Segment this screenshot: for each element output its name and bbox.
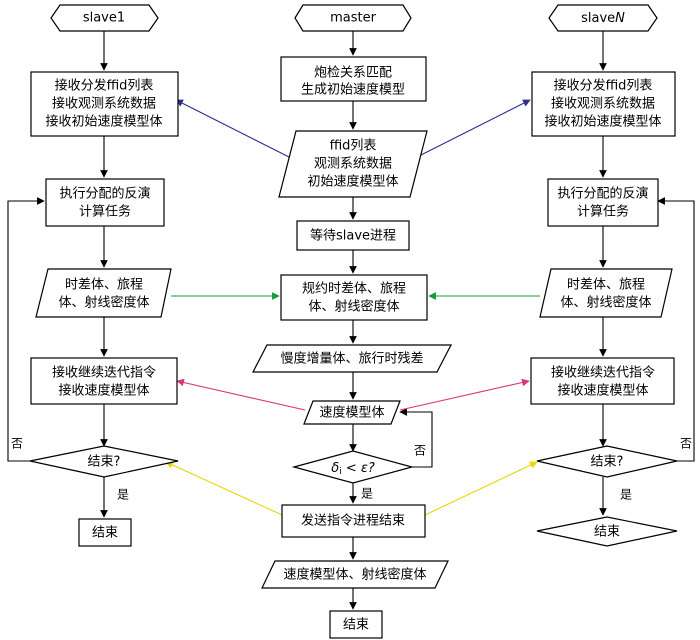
master-condition-label: δi < ε?	[331, 461, 375, 477]
slaven-exec-line1: 执行分配的反演	[557, 186, 648, 202]
master-match-line2: 生成初始速度模型	[301, 82, 405, 98]
master-end-node: 结束	[329, 610, 383, 639]
slaven-condition-node: 结束?	[536, 445, 678, 478]
slaven-recv-iter-line1: 接收继续迭代指令	[551, 365, 655, 381]
slaven-recv-iter-line2: 接收速度模型体	[557, 383, 648, 399]
edge-model-to-slave1-recviter	[176, 378, 306, 411]
slaven-yes-label: 是	[620, 488, 632, 502]
master-match-node: 炮检关系匹配 生成初始速度模型	[280, 56, 427, 102]
master-send-end-node: 发送指令进程结束	[281, 504, 426, 538]
master-start-label: master	[330, 11, 376, 26]
master-end-label: 结束	[343, 618, 369, 633]
master-send-end-label: 发送指令进程结束	[301, 513, 405, 529]
master-condition-node: δi < ε?	[291, 450, 415, 484]
edge-send-to-slave1-cond	[165, 461, 283, 516]
slave1-data-node: 时差体、旅程 体、射线密度体	[35, 268, 172, 318]
master-reduce-node: 规约时差体、旅程 体、射线密度体	[280, 274, 428, 321]
slaven-recv-line1: 接收分发ffid列表	[554, 78, 653, 94]
cond-rest: < ε?	[342, 461, 375, 476]
cond-subscript: i	[339, 467, 342, 477]
slaven-column: slaveN 接收分发ffid列表 接收观测系统数据 接收初始速度模型体 执行分…	[530, 4, 692, 547]
slaven-data-node: 时差体、旅程 体、射线密度体	[539, 268, 673, 318]
slave1-condition-node: 结束?	[29, 445, 179, 478]
slave1-recv-line2: 接收观测系统数据	[52, 96, 156, 112]
slaven-no-label: 否	[680, 437, 692, 451]
slave1-end-label: 结束	[92, 526, 118, 541]
slaven-exec-line2: 计算任务	[577, 204, 629, 220]
slave1-no-label: 否	[11, 437, 23, 451]
master-yes-label: 是	[361, 487, 373, 501]
edge-cond-no-loop	[399, 408, 433, 468]
master-data-line3: 初始速度模型体	[307, 174, 398, 190]
slave1-column: slave1 接收分发ffid列表 接收观测系统数据 接收初始速度模型体 执行分…	[11, 4, 179, 547]
slave1-exec-line2: 计算任务	[79, 204, 131, 220]
edge-data-to-slaven-recv	[416, 99, 531, 158]
edge-slaven-cond-no-loop	[657, 197, 695, 462]
slaven-recv-iter-node: 接收继续迭代指令 接收速度模型体	[530, 357, 675, 405]
slave1-data-line1: 时差体、旅程	[65, 278, 143, 293]
master-start-node: master	[294, 4, 412, 32]
slave1-recv-line3: 接收初始速度模型体	[45, 114, 162, 130]
master-no-label: 否	[414, 444, 426, 458]
master-output-node: 速度模型体、射线密度体	[261, 560, 449, 589]
master-reduce-line1: 规约时差体、旅程	[302, 282, 406, 297]
master-wait-label: 等待slave进程	[310, 228, 396, 244]
slave1-condition-label: 结束?	[88, 455, 121, 470]
master-data-line1: ffid列表	[330, 139, 377, 154]
slave1-start-node: slave1	[50, 4, 159, 32]
slaven-end-label: 结束	[594, 525, 620, 540]
slave1-end-node: 结束	[78, 518, 132, 547]
slave1-exec-node: 执行分配的反演 计算任务	[45, 178, 165, 227]
slave1-yes-label: 是	[117, 488, 129, 502]
slaven-recv-node: 接收分发ffid列表 接收观测系统数据 接收初始速度模型体	[531, 71, 676, 137]
slaven-recv-line2: 接收观测系统数据	[551, 96, 655, 112]
slaven-recv-line3: 接收初始速度模型体	[544, 114, 661, 130]
slaven-start-italic: N	[615, 11, 625, 26]
slaven-condition-label: 结束?	[591, 455, 624, 470]
slave1-recv-iter-node: 接收继续迭代指令 接收速度模型体	[30, 357, 178, 405]
slaven-data-line2: 体、射线密度体	[560, 295, 651, 311]
edge-data-to-slave1-recv	[175, 99, 290, 158]
master-reduce-line2: 体、射线密度体	[308, 299, 399, 315]
master-wait-node: 等待slave进程	[296, 220, 410, 251]
slave1-recv-line1: 接收分发ffid列表	[55, 78, 154, 94]
slave1-recv-node: 接收分发ffid列表 接收观测系统数据 接收初始速度模型体	[30, 71, 179, 137]
master-model-label: 速度模型体	[319, 405, 384, 421]
edge-slave1-cond-no-loop	[7, 197, 45, 462]
slaven-start-node: slaveN	[548, 4, 658, 32]
slave1-recv-iter-line1: 接收继续迭代指令	[52, 365, 156, 381]
slave1-recv-iter-line2: 接收速度模型体	[58, 383, 149, 399]
slaven-data-line1: 时差体、旅程	[567, 278, 645, 293]
slaven-end-node: 结束	[536, 516, 678, 547]
message-edges	[165, 99, 540, 516]
master-data-line2: 观测系统数据	[314, 157, 392, 172]
master-match-line1: 炮检关系匹配	[314, 66, 392, 81]
slave1-exec-line1: 执行分配的反演	[59, 186, 150, 202]
slaven-start-label: slaveN	[581, 11, 625, 26]
slaven-exec-node: 执行分配的反演 计算任务	[547, 178, 659, 227]
master-output-label: 速度模型体、射线密度体	[283, 567, 426, 583]
slaven-start-prefix: slave	[581, 11, 615, 26]
master-slowness-label: 慢度增量体、旅行时残差	[280, 351, 423, 367]
slave1-data-line2: 体、射线密度体	[58, 295, 149, 311]
master-model-node: 速度模型体	[303, 400, 401, 425]
master-slowness-node: 慢度增量体、旅行时残差	[252, 344, 452, 373]
master-column: master 炮检关系匹配 生成初始速度模型 ffid列表 观测系统数据 初始速…	[252, 4, 452, 639]
master-data-node: ffid列表 观测系统数据 初始速度模型体	[278, 130, 428, 198]
edge-send-to-slaven-cond	[424, 461, 538, 516]
slave1-start-label: slave1	[83, 11, 125, 26]
edge-model-to-slaven-recviter	[399, 378, 530, 411]
cond-delta: δ	[331, 461, 339, 476]
flow-edges	[7, 31, 695, 610]
